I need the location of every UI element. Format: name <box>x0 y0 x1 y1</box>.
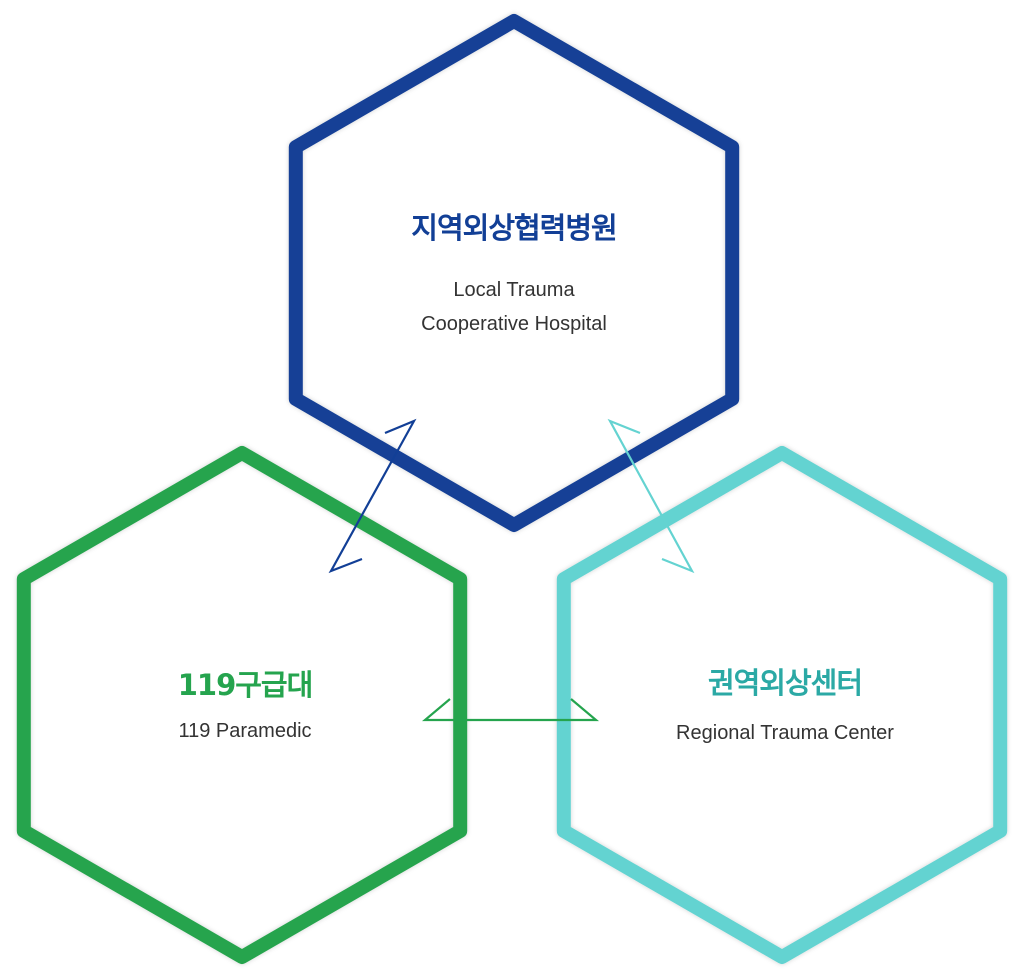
regional-hexagon <box>556 446 1008 964</box>
regional-center-title: 권역외상센터 <box>707 666 863 700</box>
regional-center-subtitle: Regional Trauma Center <box>676 722 894 744</box>
local-hexagon <box>288 14 740 532</box>
arrow-local-paramedic <box>328 418 417 574</box>
local-hospital-subtitle-line2: Cooperative Hospital <box>421 313 607 335</box>
local-hospital-title: 지역외상협력병원 <box>411 211 617 245</box>
local-hospital-label: 지역외상협력병원 Local Trauma Cooperative Hospit… <box>411 205 617 341</box>
paramedic-label: 119구급대 119 Paramedic <box>177 662 314 748</box>
paramedic-title: 119구급대 <box>177 668 314 702</box>
paramedic-hexagon <box>16 446 468 964</box>
arrow-paramedic-regional <box>421 698 600 722</box>
paramedic-subtitle: 119 Paramedic <box>178 720 312 742</box>
arrow-local-regional <box>607 418 695 574</box>
local-hospital-subtitle-line1: Local Trauma <box>453 279 575 301</box>
regional-center-label: 권역외상센터 Regional Trauma Center <box>676 660 894 750</box>
